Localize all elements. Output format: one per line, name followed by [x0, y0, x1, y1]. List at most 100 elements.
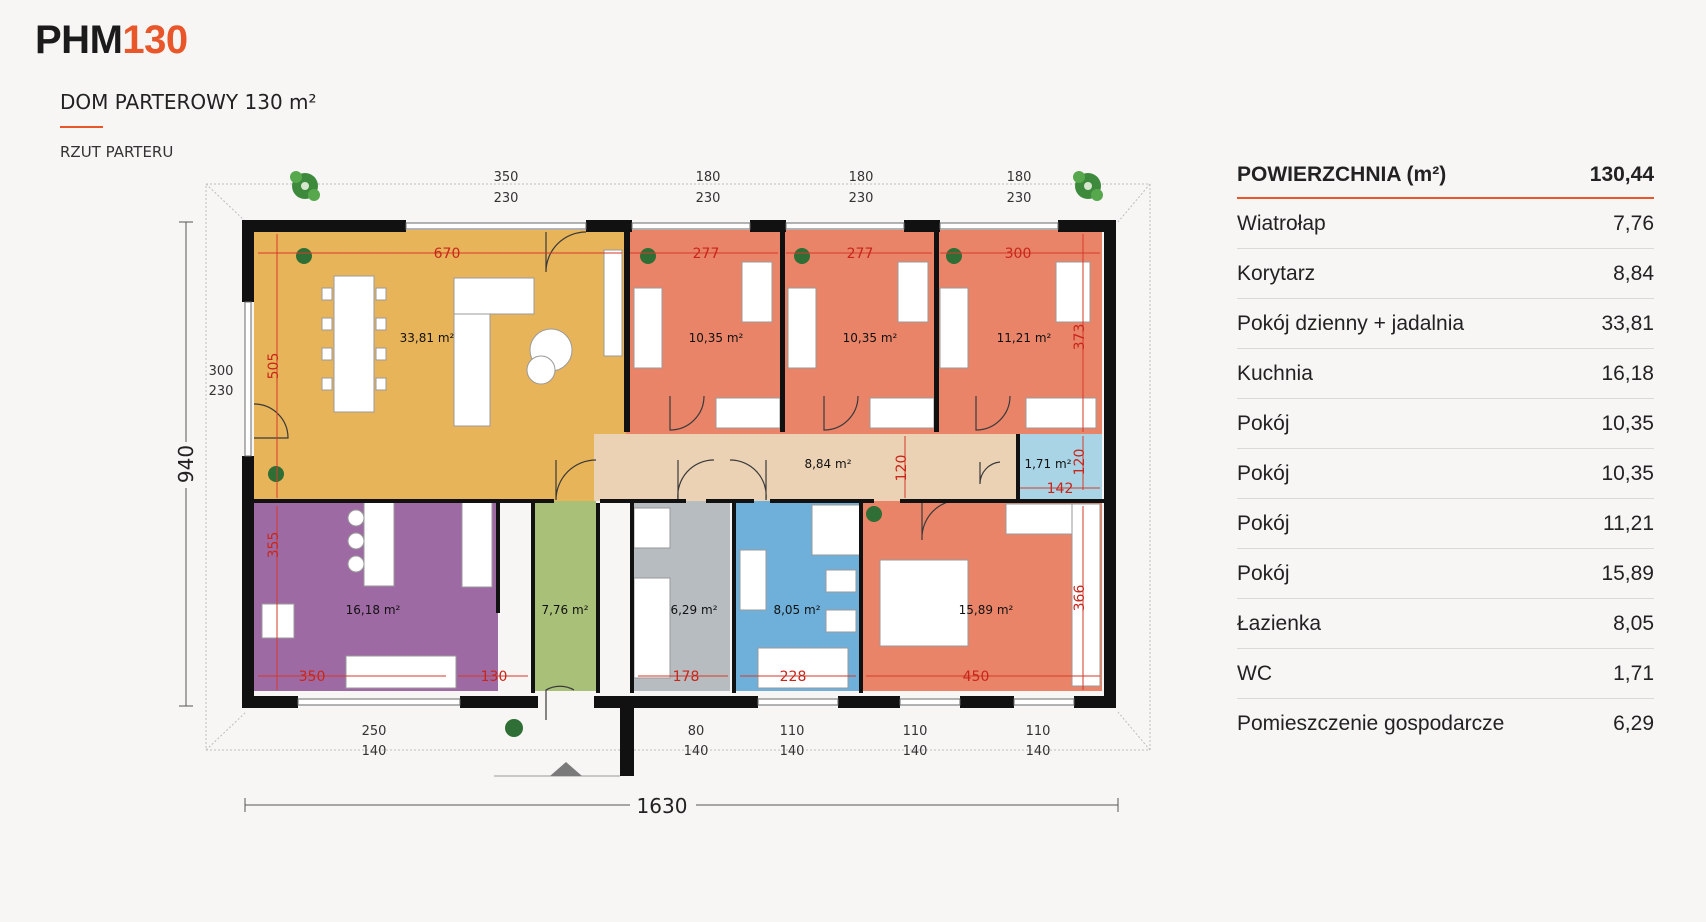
room-dimension: 505 [266, 353, 282, 380]
room-area-label: 15,89 m² [959, 603, 1014, 617]
total-depth: 940 [174, 445, 198, 483]
window-width: 250 [362, 724, 387, 739]
window-width: 80 [688, 724, 705, 739]
window-height: 230 [209, 384, 234, 399]
room-dimension: 120 [894, 455, 910, 482]
area-table-header-label: POWIERZCHNIA (m²) [1237, 163, 1447, 186]
room-labels: 33,81 m² 10,35 m² 10,35 m² 11,21 m² 8,84… [346, 331, 1072, 617]
room-living [254, 230, 626, 501]
area-table-header: POWIERZCHNIA (m²) 130,44 [1237, 163, 1654, 199]
brand-logo: PHM130 [35, 18, 188, 63]
area-table: POWIERZCHNIA (m²) 130,44 Wiatrołap 7,76 K… [1237, 163, 1654, 748]
room-area: 10,35 [1601, 412, 1654, 435]
window-width: 110 [780, 724, 805, 739]
entrance-arrow-icon [494, 762, 620, 777]
window-width: 180 [1007, 170, 1032, 185]
room-area: 6,29 [1613, 712, 1654, 735]
window-height: 230 [1007, 191, 1032, 206]
area-table-row: Pokój 11,21 [1237, 499, 1654, 549]
plot-outline [205, 183, 1151, 751]
room-name: Kuchnia [1237, 362, 1313, 385]
plant-icon [946, 248, 962, 264]
window-width: 180 [696, 170, 721, 185]
room-area-label: 8,84 m² [804, 457, 851, 471]
room-vestibule [533, 501, 596, 691]
window-height: 140 [362, 744, 387, 759]
window-width: 300 [209, 364, 234, 379]
room-area: 7,76 [1613, 212, 1654, 235]
room-name: Wiatrołap [1237, 212, 1326, 235]
area-table-total: 130,44 [1589, 163, 1654, 186]
area-table-row: Korytarz 8,84 [1237, 249, 1654, 299]
room-dimensions: 670 505 277 277 300 373 120 142 120 350 … [266, 246, 1088, 685]
room-area-label: 10,35 m² [689, 331, 744, 345]
room-dimension: 300 [1005, 246, 1032, 262]
room-name: Pokój [1237, 462, 1290, 485]
total-width: 1630 [637, 794, 688, 818]
window-height: 230 [849, 191, 874, 206]
area-table-row: Kuchnia 16,18 [1237, 349, 1654, 399]
room-dimension: 130 [481, 669, 508, 685]
room-dimension: 366 [1072, 585, 1088, 612]
room-area: 1,71 [1613, 662, 1654, 685]
brand-prefix: PHM [35, 18, 123, 62]
room-dimension: 450 [963, 669, 990, 685]
room-name: WC [1237, 662, 1272, 685]
plant-icon [866, 506, 882, 522]
window-height: 140 [684, 744, 709, 759]
room-area-label: 7,76 m² [541, 603, 588, 617]
room-dimension: 228 [780, 669, 807, 685]
room-name: Pomieszczenie gospodarcze [1237, 712, 1505, 735]
page-subtitle: DOM PARTEROWY 130 m² [60, 90, 317, 114]
room-area: 11,21 [1603, 512, 1654, 535]
plant-icon [268, 466, 284, 482]
room-area-label: 11,21 m² [997, 331, 1052, 345]
red-dimension-lines [258, 234, 1100, 690]
room-name: Pokój dzienny + jadalnia [1237, 312, 1465, 335]
section-label: RZUT PARTERU [60, 143, 174, 161]
room-area-label: 33,81 m² [400, 331, 455, 345]
room-area: 10,35 [1601, 462, 1654, 485]
plant-icon [1073, 171, 1103, 201]
room-area: 16,18 [1601, 362, 1654, 385]
plant-icon [505, 719, 523, 737]
room-dimension: 350 [299, 669, 326, 685]
room-wc [1018, 434, 1102, 501]
room-corridor [594, 434, 1018, 501]
plant-icon [640, 248, 656, 264]
window-width: 350 [494, 170, 519, 185]
window-width: 110 [1026, 724, 1051, 739]
walls [242, 220, 1116, 776]
window-height: 140 [903, 744, 928, 759]
room-dimension: 355 [266, 532, 282, 559]
room-dimension: 373 [1072, 324, 1088, 351]
window-height: 230 [696, 191, 721, 206]
window-height: 230 [494, 191, 519, 206]
room-name: Pokój [1237, 512, 1290, 535]
plant-icon [296, 248, 312, 264]
room-area-label: 6,29 m² [670, 603, 717, 617]
furniture [261, 249, 1101, 689]
area-table-row: Pokój 10,35 [1237, 449, 1654, 499]
room-name: Korytarz [1237, 262, 1316, 285]
room-dimension: 178 [673, 669, 700, 685]
window-height: 140 [1026, 744, 1051, 759]
window-height: 140 [780, 744, 805, 759]
area-table-row: Wiatrołap 7,76 [1237, 199, 1654, 249]
room-dimension: 142 [1047, 481, 1074, 497]
room-area-label: 1,71 m² [1024, 457, 1071, 471]
plant-icons [268, 171, 1103, 737]
plant-icon [290, 171, 320, 201]
accent-divider [60, 126, 103, 128]
area-table-row: WC 1,71 [1237, 649, 1654, 699]
room-area: 8,05 [1613, 612, 1654, 635]
window-dimensions: 350 230 180 230 180 230 180 230 300 230 … [209, 170, 1051, 759]
room-area: 8,84 [1613, 262, 1654, 285]
room-name: Pokój [1237, 562, 1290, 585]
windows [244, 222, 1075, 706]
